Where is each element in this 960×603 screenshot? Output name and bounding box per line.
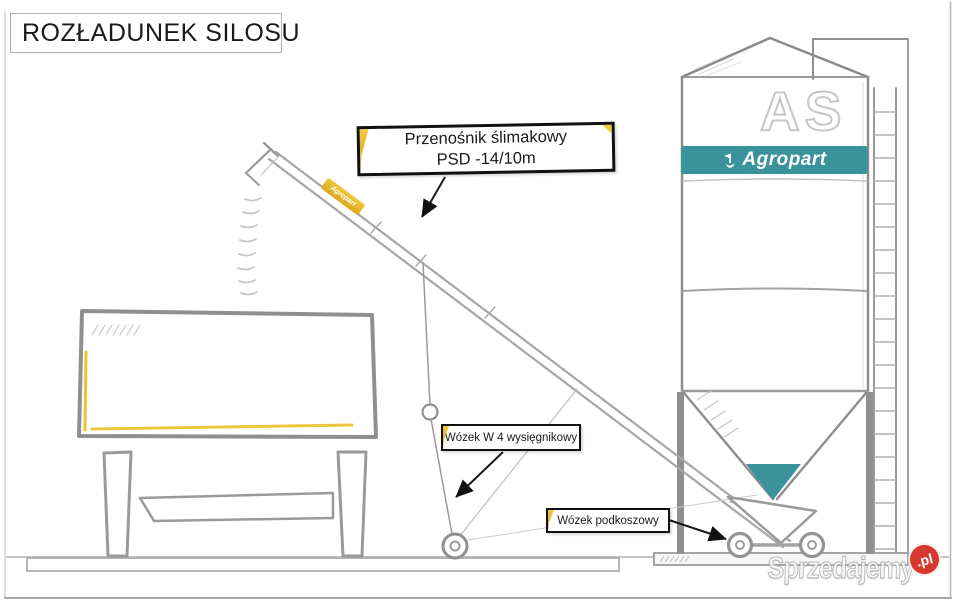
ladder-sketch [812,38,909,554]
conveyor-tube [267,157,785,549]
trailer-sketch [77,309,378,558]
arrow-hopper-cart [668,519,727,542]
conveyor-sketch [237,141,792,549]
ground [6,552,949,572]
callout-boom-cart-label: Wózek W 4 wysięgnikowy [444,431,578,444]
silo-leg-left [677,392,684,554]
diagram-title-box: ROZŁADUNEK SILOSU [10,13,300,53]
diagram-title: ROZŁADUNEK SILOSU [22,18,301,47]
arrow-conveyor [421,176,446,218]
watermark-text: Sprzedajemy [766,551,915,585]
callout-conveyor-line1: Przenośnik ślimakowy [404,127,568,148]
arrow-boom-cart [455,451,504,498]
discharge-spout [244,141,280,186]
grain-fill [746,464,801,500]
silo-roof [680,36,870,79]
trailer-leg-left [102,450,133,558]
hopper-cart-sketch [726,495,826,559]
silo-leg-right [866,392,873,554]
brand-name: Agropart [742,149,827,170]
agropart-logo-icon [724,153,736,168]
trailer-beam [138,491,335,523]
callout-hopper-cart: Wózek podkoszowy [546,508,670,533]
silo-model-text: AS [759,80,847,142]
watermark-pl-badge-text: .pl [914,549,935,570]
callout-arrows [421,176,727,542]
boom-pulley [421,403,439,421]
callout-conveyor: Przenośnik ślimakowy PSD -14/10m [356,121,616,177]
grain-stream [237,197,262,296]
trailer-hatching [91,324,141,336]
trailer-leg-right [336,450,368,558]
brand-banner: Agropart [681,146,868,174]
callout-boom-cart: Wózek W 4 wysięgnikowy [441,424,581,451]
callout-conveyor-line2: PSD -14/10m [436,149,536,169]
image-border [4,1,952,599]
ground-slab-left [26,557,620,572]
silo-hopper [682,391,775,501]
callout-hopper-cart-label: Wózek podkoszowy [557,514,659,527]
